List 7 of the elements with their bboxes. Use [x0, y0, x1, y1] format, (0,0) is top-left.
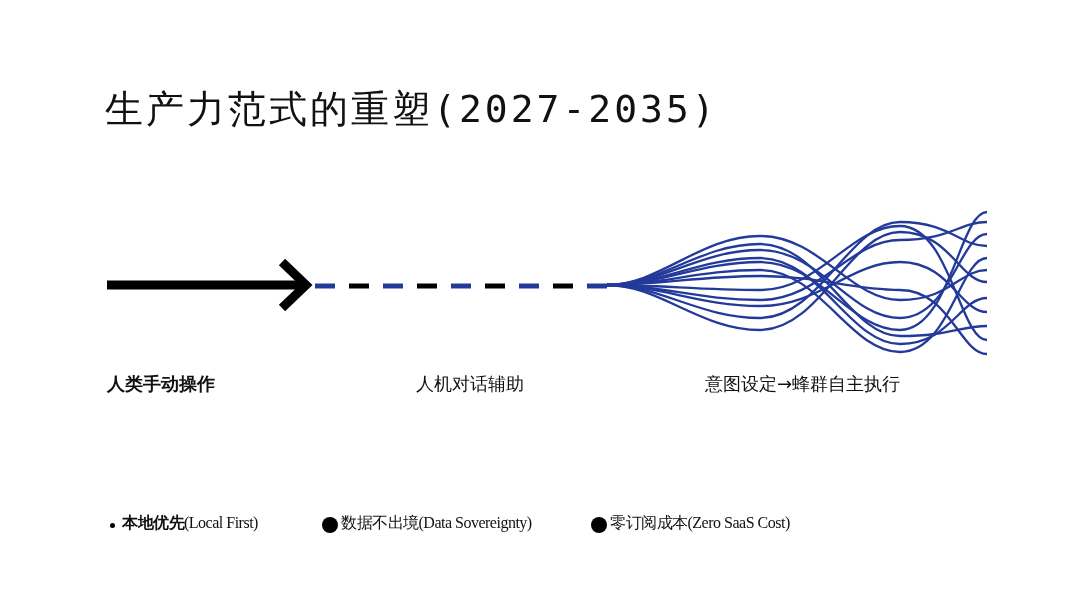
title: 生产力范式的重塑(2027-2035)	[105, 86, 718, 133]
bullet-item: 数据不出境(Data Sovereignty)	[341, 513, 532, 534]
stage-label: 人类手动操作	[107, 372, 215, 396]
bullet-item: 本地优先(Local First)	[122, 513, 258, 534]
stage-label: 意图设定→蜂群自主执行	[705, 372, 901, 396]
stage-label: 人机对话辅助	[416, 372, 524, 396]
bullet-item: 零订阅成本(Zero SaaS Cost)	[610, 513, 790, 534]
